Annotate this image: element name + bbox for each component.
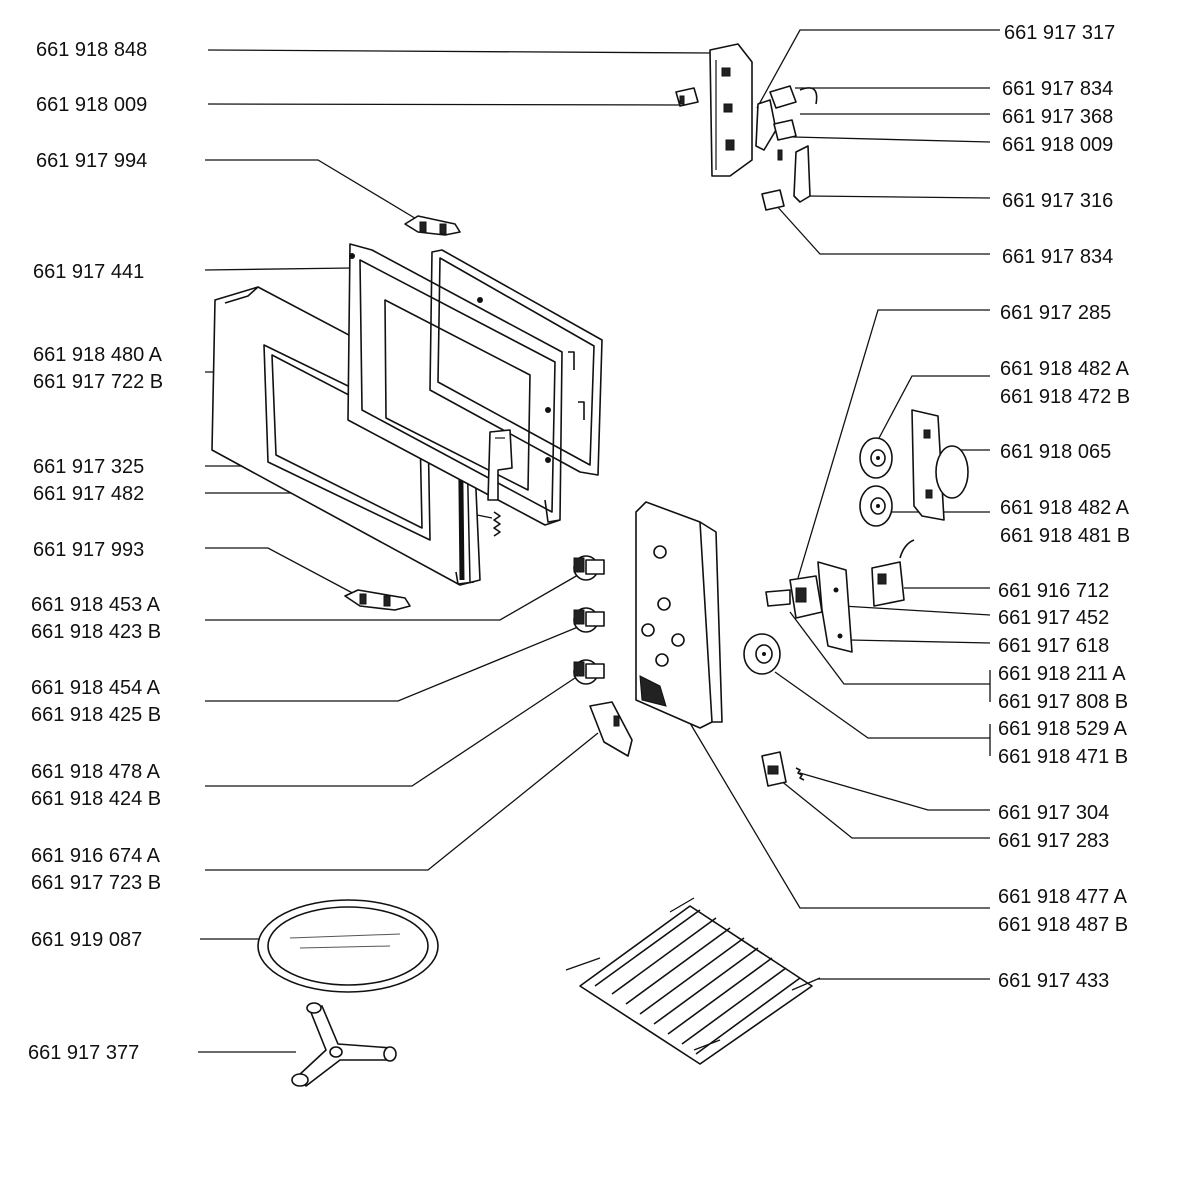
label-r10: 661 918 482 A 661 918 481 B — [1000, 497, 1133, 547]
gear-wheel-lower — [859, 485, 893, 527]
glass-turntable — [257, 899, 439, 993]
label-l6: 661 917 325 — [33, 456, 144, 478]
leader-r14 — [789, 611, 990, 685]
door-gasket — [429, 249, 603, 476]
label-r19: 661 917 433 — [998, 970, 1109, 992]
labels-left: 661 918 848 661 918 009 661 917 994 661 … — [28, 39, 166, 1064]
control-panel — [635, 501, 723, 729]
label-l14: 661 917 377 — [28, 1042, 139, 1064]
small-switch-assembly — [761, 751, 787, 787]
door-outer-frame — [211, 286, 481, 586]
leader-r18 — [686, 717, 990, 909]
label-l11: 661 918 478 A 661 918 424 B — [31, 761, 164, 810]
label-r16: 661 917 304 — [998, 802, 1109, 824]
label-r17: 661 917 283 — [998, 830, 1109, 852]
switch-lever — [793, 145, 811, 203]
label-r3: 661 917 368 — [1002, 106, 1113, 128]
label-r6: 661 917 834 — [1002, 246, 1113, 268]
label-l1: 661 918 848 — [36, 39, 147, 61]
leader-l11 — [205, 675, 579, 787]
switch-mounting-plate — [817, 561, 853, 653]
leader-l4 — [204, 267, 353, 271]
label-r2: 661 917 834 — [1002, 78, 1113, 100]
leader-l2 — [207, 103, 681, 106]
label-l7: 661 917 482 — [33, 483, 144, 505]
selector-switch — [765, 575, 823, 619]
leader-l10 — [205, 626, 579, 702]
leader-r17 — [779, 779, 990, 839]
interlock-switch-left — [675, 87, 699, 107]
leader-lines — [198, 29, 1000, 1053]
small-spring — [795, 767, 805, 781]
microswitch-lower — [761, 189, 785, 211]
label-r8: 661 918 482 A 661 918 472 B — [1000, 358, 1133, 408]
label-r11: 661 916 712 — [998, 580, 1109, 602]
label-r5: 661 917 316 — [1002, 190, 1113, 212]
leader-r4 — [792, 136, 991, 143]
leader-r13 — [849, 639, 991, 644]
interlock-bracket — [709, 43, 753, 177]
leader-r7 — [797, 309, 990, 579]
door-hook-bottom — [344, 589, 411, 611]
timer-motor — [911, 409, 969, 521]
leader-r12 — [825, 604, 991, 616]
door-release-button — [589, 701, 633, 757]
leader-r8 — [877, 375, 990, 441]
label-l5: 661 918 480 A 661 917 722 B — [33, 344, 166, 393]
label-r1: 661 917 317 — [1004, 22, 1115, 44]
leader-r5 — [807, 195, 991, 199]
door-hook-top — [404, 215, 461, 236]
labels-right: 661 917 317 661 917 834 661 917 368 661 … — [998, 22, 1133, 992]
label-r4: 661 918 009 — [1002, 134, 1113, 156]
gear-wheel-upper — [859, 437, 893, 479]
door-lever — [487, 429, 513, 501]
interlock-trigger — [755, 99, 777, 151]
label-l8: 661 917 993 — [33, 539, 144, 561]
knob-2 — [573, 607, 605, 633]
label-r9: 661 918 065 — [1000, 441, 1111, 463]
label-r14: 661 918 211 A 661 917 808 B — [998, 663, 1130, 713]
door-spring — [493, 511, 501, 537]
label-l3: 661 917 994 — [36, 150, 147, 172]
label-l4: 661 917 441 — [33, 261, 144, 283]
leader-r16 — [799, 772, 990, 811]
grill-rack — [565, 897, 821, 1065]
label-l10: 661 918 454 A 661 918 425 B — [31, 677, 164, 726]
timer-switch — [871, 539, 915, 607]
label-l12: 661 916 674 A 661 917 723 B — [31, 845, 164, 894]
microswitch-upper — [769, 85, 818, 109]
leader-l1 — [207, 49, 713, 54]
leader-r6 — [774, 203, 990, 255]
leader-l12 — [205, 732, 599, 871]
knob-1 — [573, 555, 605, 581]
leader-l3 — [205, 159, 419, 221]
microswitch-middle — [773, 119, 797, 161]
label-l2: 661 918 009 — [36, 94, 147, 116]
label-r15: 661 918 529 A 661 918 471 B — [998, 718, 1131, 768]
leader-r15 — [774, 671, 990, 739]
label-r7: 661 917 285 — [1000, 302, 1111, 324]
label-l9: 661 918 453 A 661 918 423 B — [31, 594, 164, 643]
label-r18: 661 918 477 A 661 918 487 B — [998, 886, 1131, 936]
drive-wheel — [743, 633, 781, 675]
leader-r1 — [756, 29, 1000, 109]
leader-l9 — [205, 574, 579, 621]
label-l13: 661 919 087 — [31, 929, 142, 951]
leader-l8 — [205, 547, 361, 598]
knob-3 — [573, 659, 605, 685]
label-r13: 661 917 618 — [998, 635, 1109, 657]
label-r12: 661 917 452 — [998, 607, 1109, 629]
parts — [211, 43, 969, 1087]
turntable-support — [291, 1002, 397, 1087]
